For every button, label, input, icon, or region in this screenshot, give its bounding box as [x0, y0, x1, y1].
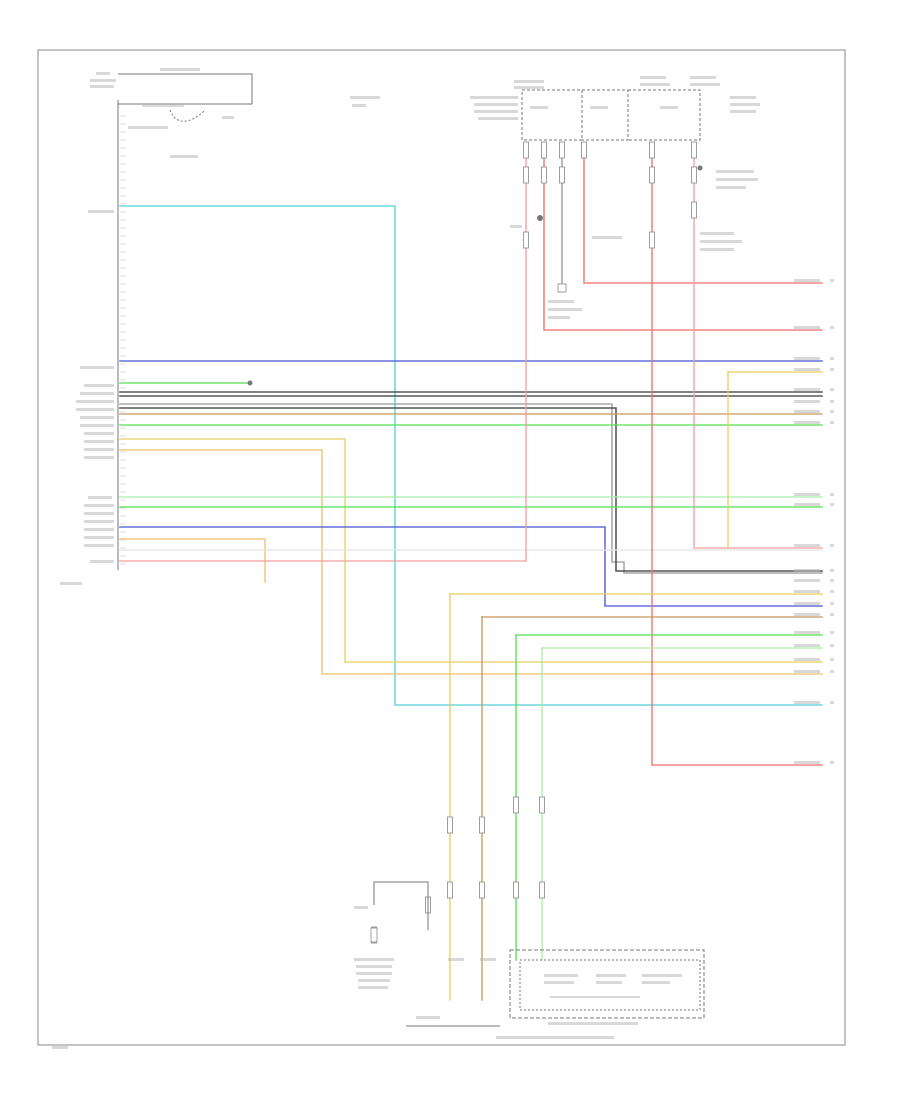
terminal-pin — [830, 631, 834, 634]
connector-pin — [513, 796, 519, 814]
connector-pin — [523, 166, 529, 184]
terminal-pin — [830, 279, 834, 282]
terminal-label — [794, 613, 820, 616]
right-terminal-labels — [794, 279, 834, 764]
terminal-pin — [830, 613, 834, 616]
connector-pin — [539, 881, 545, 899]
terminal-label — [794, 579, 820, 582]
connector-pin — [523, 231, 529, 249]
terminal-label — [794, 544, 820, 547]
wire-red — [543, 147, 823, 331]
ground-strap — [373, 881, 429, 930]
connector-pin — [479, 881, 485, 899]
terminal-label — [794, 279, 820, 282]
connector-pin — [649, 141, 655, 159]
terminal-pin — [830, 590, 834, 593]
connector-pin — [523, 141, 529, 159]
terminal-label — [794, 368, 820, 371]
wire-red — [651, 147, 823, 766]
terminal-label — [794, 569, 820, 572]
splice-dot — [697, 165, 703, 171]
connector-pin — [691, 141, 697, 159]
wire-orange — [119, 538, 266, 583]
wire-orange — [119, 449, 823, 675]
terminal-pin — [830, 357, 834, 360]
wire-layer — [119, 147, 823, 1001]
terminal-pin — [830, 421, 834, 424]
connector-pin — [479, 816, 485, 834]
wire-red — [583, 147, 823, 284]
terminal-label — [794, 388, 820, 391]
terminal-label — [794, 493, 820, 496]
connector-pin — [513, 881, 519, 899]
radio-module — [60, 68, 253, 585]
top-right-components — [350, 76, 760, 319]
radio-label — [60, 582, 82, 585]
connector-pin — [691, 201, 697, 219]
terminal-pin — [830, 701, 834, 704]
terminal-pin — [830, 658, 834, 661]
terminal-label — [794, 602, 820, 605]
terminal-label — [794, 631, 820, 634]
splice-dot — [537, 215, 543, 221]
connector-pin — [541, 141, 547, 159]
terminal-pin — [830, 544, 834, 547]
terminal-pin — [830, 644, 834, 647]
wire-blue — [119, 526, 823, 607]
terminal-pin — [830, 493, 834, 496]
fuse-box-2 — [628, 89, 701, 141]
wire-pink — [119, 147, 527, 562]
terminal-label — [794, 761, 820, 764]
terminal-label — [794, 410, 820, 413]
connector-pin — [559, 141, 565, 159]
radio-pin-ticks — [120, 115, 126, 565]
terminal-label — [794, 590, 820, 593]
terminal-pin — [830, 579, 834, 582]
radio-header-box — [118, 73, 253, 105]
terminal-label — [794, 670, 820, 673]
terminal-label — [794, 701, 820, 704]
terminal-pin — [830, 602, 834, 605]
terminal-label — [794, 326, 820, 329]
wire-cyan — [119, 205, 823, 706]
splice-dot — [247, 380, 253, 386]
connector-pin — [541, 166, 547, 184]
terminal-label — [794, 644, 820, 647]
connector-pin — [691, 166, 697, 184]
radio-pin-labels — [76, 210, 114, 563]
ground-point — [557, 283, 567, 293]
wire-gray — [119, 403, 823, 574]
ground-distribution-box — [521, 89, 583, 141]
connector-pin — [559, 166, 565, 184]
connector-markers — [247, 141, 703, 944]
connector-pin — [447, 816, 453, 834]
terminal-label — [794, 357, 820, 360]
terminal-pin — [830, 368, 834, 371]
terminal-label — [794, 503, 820, 506]
wire-black — [119, 407, 823, 572]
connector-pin — [447, 881, 453, 899]
terminal-label — [794, 421, 820, 424]
terminal-label — [794, 658, 820, 661]
terminal-pin — [830, 400, 834, 403]
connector-pin — [649, 231, 655, 249]
connector-pin — [539, 796, 545, 814]
terminal-pin — [830, 503, 834, 506]
terminal-pin — [830, 761, 834, 764]
bottom-components — [52, 881, 705, 1049]
terminal-pin — [830, 569, 834, 572]
terminal-pin — [830, 388, 834, 391]
terminal-pin — [830, 410, 834, 413]
diagram-border — [37, 49, 846, 1046]
terminal-label — [794, 400, 820, 403]
steering-wheel-controls-box — [509, 949, 705, 1019]
connector-pin — [581, 141, 587, 159]
connector-pin — [649, 166, 655, 184]
terminal-pin — [830, 670, 834, 673]
terminal-pin — [830, 326, 834, 329]
fuse-box-1 — [582, 89, 629, 141]
wire-pink — [693, 147, 823, 549]
